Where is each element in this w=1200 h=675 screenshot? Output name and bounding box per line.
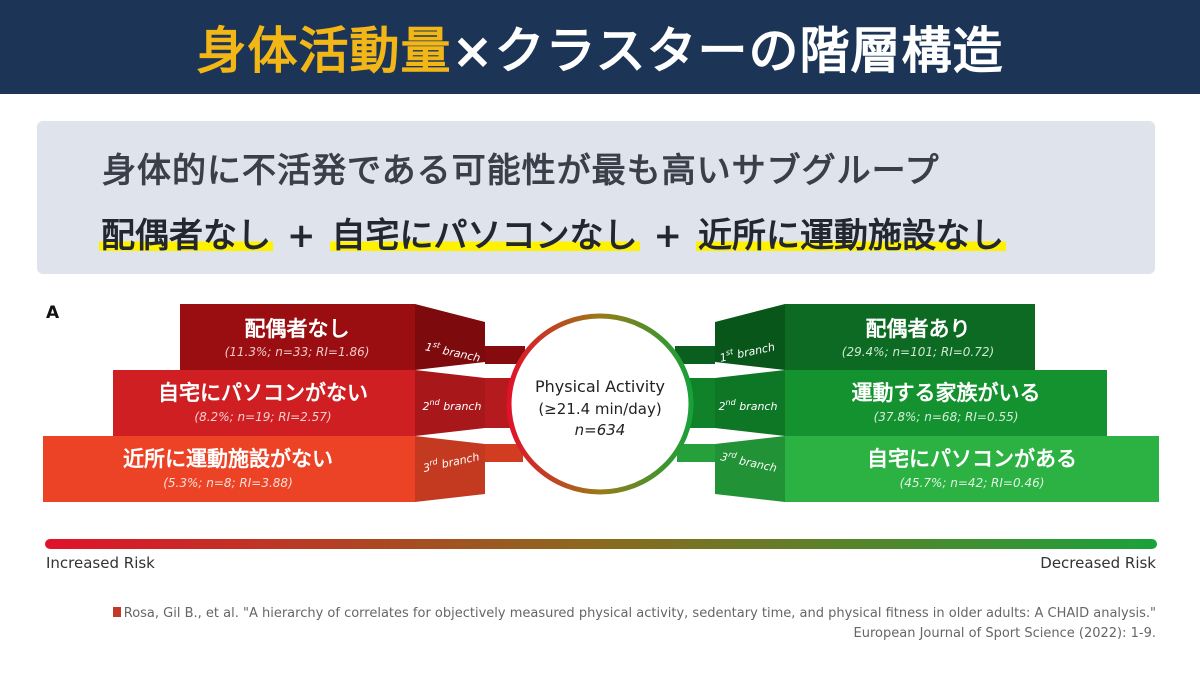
right-connector-1 bbox=[715, 304, 785, 370]
right-connector-2 bbox=[715, 370, 785, 436]
right-box-2 bbox=[785, 370, 1107, 436]
callout-subgroup: 配偶者なし + 自宅にパソコンなし + 近所に運動施設なし bbox=[99, 208, 1006, 257]
citation: Rosa, Gil B., et al. "A hierarchy of cor… bbox=[56, 604, 1156, 644]
left-connector-3 bbox=[415, 436, 485, 502]
left-label-1: 配偶者なし bbox=[245, 317, 350, 341]
left-box-3 bbox=[43, 436, 415, 502]
citation-line-2: European Journal of Sport Science (2022)… bbox=[853, 626, 1156, 641]
center-sample-size: n=634 bbox=[575, 421, 626, 439]
left-box-1 bbox=[180, 304, 415, 370]
summary-callout: 身体的に不活発である可能性が最も高いサブグループ 配偶者なし + 自宅にパソコンなし… bbox=[37, 121, 1155, 274]
right-label-2: 運動する家族がいる bbox=[852, 381, 1041, 405]
left-label-2: 自宅にパソコンがない bbox=[158, 381, 368, 405]
header-bar: 身体活動量×クラスターの階層構造 bbox=[0, 0, 1200, 94]
plus-sign: + bbox=[653, 216, 683, 256]
right-stats-1: (29.4%; n=101; RI=0.72) bbox=[842, 345, 994, 359]
plus-sign: + bbox=[287, 216, 316, 256]
right-branch-label-2: 2nd branch bbox=[719, 398, 778, 413]
callout-heading: 身体的に不活発である可能性が最も高いサブグループ bbox=[102, 151, 940, 191]
left-box-2 bbox=[113, 370, 415, 436]
citation-text: Rosa, Gil B., et al. "A hierarchy of cor… bbox=[123, 606, 1156, 621]
left-stats-2: (8.2%; n=19; RI=2.57) bbox=[194, 410, 331, 424]
left-stats-3: (5.3%; n=8; RI=3.88) bbox=[163, 476, 293, 490]
right-box-1 bbox=[785, 304, 1035, 370]
panel-label: A bbox=[46, 303, 60, 323]
left-label-3: 近所に運動施設がない bbox=[123, 447, 333, 471]
right-connector-3 bbox=[715, 436, 785, 502]
right-box-3 bbox=[785, 436, 1159, 502]
center-threshold: (≥21.4 min/day) bbox=[538, 400, 661, 418]
left-stats-1: (11.3%; n=33; RI=1.86) bbox=[225, 345, 370, 359]
decreased-risk-label: Decreased Risk bbox=[1040, 554, 1156, 572]
center-title: Physical Activity bbox=[535, 377, 665, 396]
left-branch-group bbox=[43, 304, 525, 502]
book-icon bbox=[112, 607, 121, 617]
left-connector-1 bbox=[415, 304, 485, 370]
risk-gradient-bar bbox=[45, 539, 1157, 549]
left-branch-label-2: 2nd branch bbox=[423, 398, 482, 413]
page-title: 身体活動量×クラスターの階層構造 bbox=[0, 0, 1200, 94]
subgroup-item-facility: 近所に運動施設なし bbox=[696, 216, 1006, 256]
subgroup-item-spouse: 配偶者なし bbox=[99, 216, 273, 256]
right-label-3: 自宅にパソコンがある bbox=[867, 447, 1077, 471]
center-node bbox=[506, 313, 694, 495]
right-branch-group bbox=[675, 304, 1159, 502]
title-highlight: 身体活動量 bbox=[196, 22, 452, 80]
right-stats-3: (45.7%; n=42; RI=0.46) bbox=[900, 476, 1045, 490]
right-stats-2: (37.8%; n=68; RI=0.55) bbox=[874, 410, 1019, 424]
subgroup-item-computer: 自宅にパソコンなし bbox=[329, 216, 640, 256]
title-rest: ×クラスターの階層構造 bbox=[451, 22, 1004, 80]
increased-risk-label: Increased Risk bbox=[46, 554, 155, 572]
right-label-1: 配偶者あり bbox=[866, 317, 971, 341]
left-connector-2 bbox=[415, 370, 485, 436]
citation-line-1: Rosa, Gil B., et al. "A hierarchy of cor… bbox=[56, 604, 1156, 624]
